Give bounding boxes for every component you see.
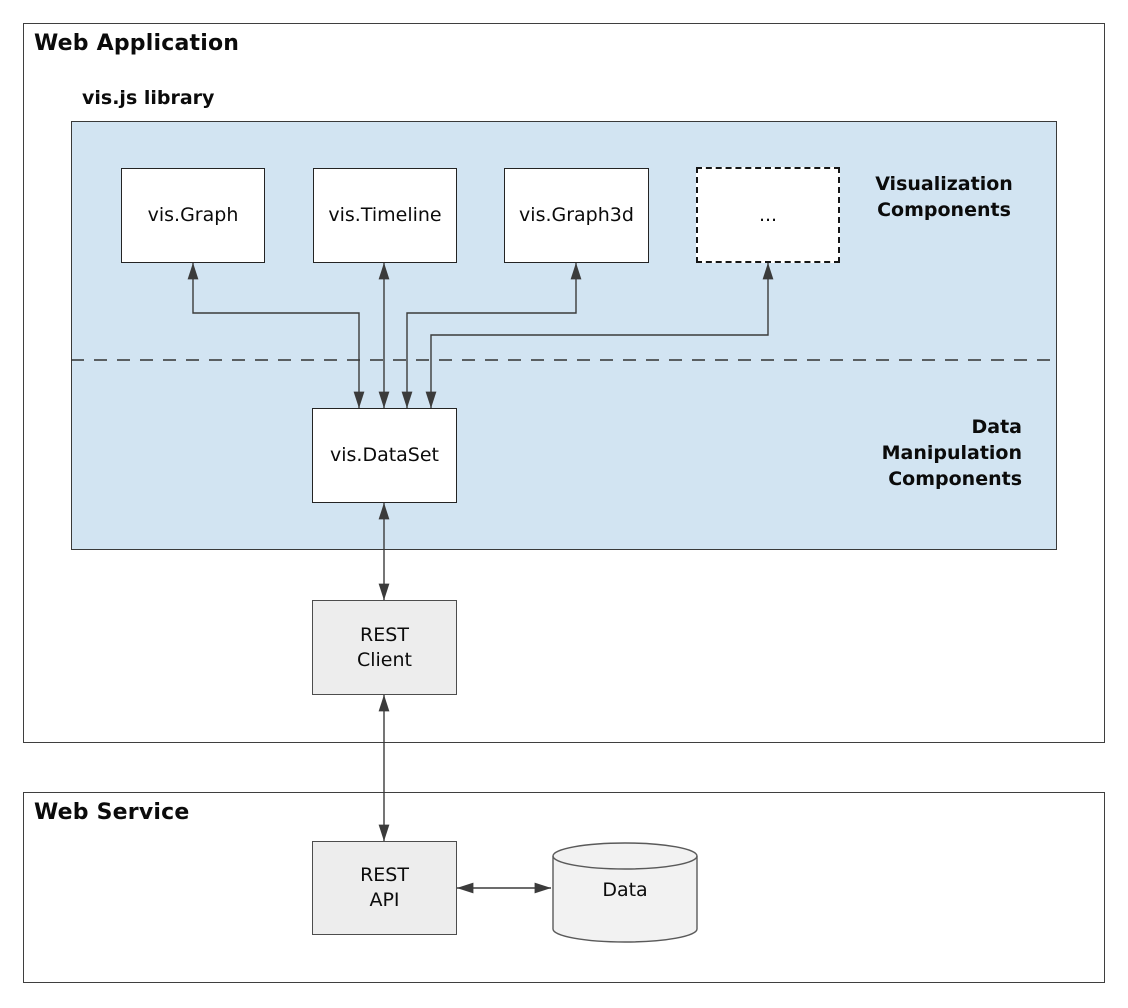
box-vis-timeline: vis.Timeline — [313, 168, 457, 263]
data-manipulation-components-label: Data Manipulation Components — [881, 416, 1022, 490]
database-cylinder-icon — [552, 842, 698, 943]
box-rest-client: REST Client — [312, 600, 457, 695]
box-vis-graph: vis.Graph — [121, 168, 265, 263]
box-vis-graph3d: vis.Graph3d — [504, 168, 649, 263]
visjs-library-title: vis.js library — [82, 87, 215, 109]
box-vis-dataset: vis.DataSet — [312, 408, 457, 503]
web-application-title: Web Application — [34, 31, 240, 56]
box-more-components: ... — [696, 167, 840, 263]
web-service-title: Web Service — [34, 800, 190, 825]
data-store-label: Data — [602, 879, 648, 901]
visualization-components-label: Visualization Components — [875, 173, 1013, 221]
box-rest-api: REST API — [312, 841, 457, 935]
